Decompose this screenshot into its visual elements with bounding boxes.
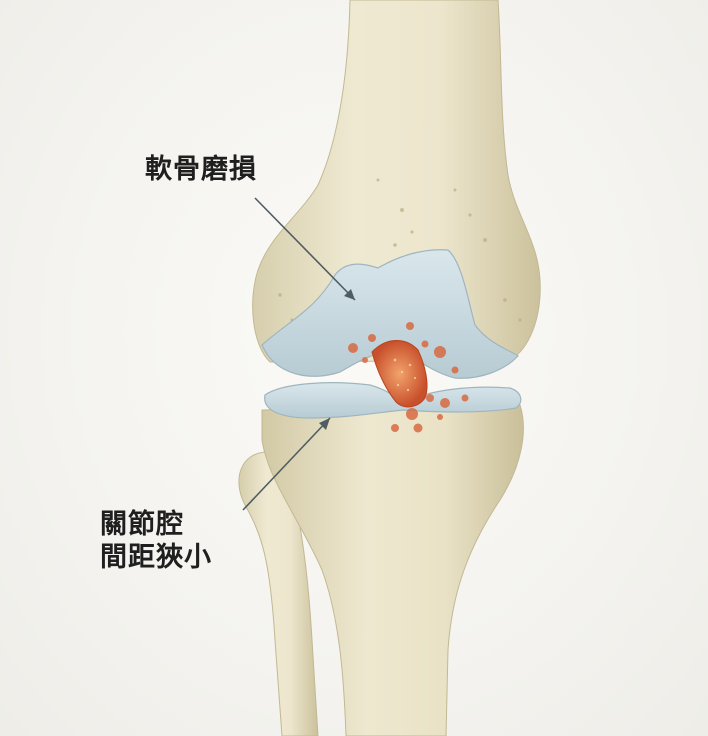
tibial-cartilage — [264, 382, 522, 419]
cartilage-wear-pointer — [254, 197, 356, 301]
joint-space-label-line2: 間距狹小 — [100, 542, 212, 573]
joint-space-narrowing-label: 關節腔 間距狹小 — [100, 508, 212, 574]
joint-space-label-line1: 關節腔 — [100, 509, 184, 540]
femoral-cartilage — [261, 249, 519, 379]
joint-space-pointer — [242, 417, 331, 511]
cartilage-wear-label: 軟骨磨損 — [145, 154, 257, 185]
inflamed-area — [348, 322, 469, 433]
joint-space-arrowhead — [319, 418, 330, 430]
cartilage-wear-arrowhead — [344, 289, 355, 300]
